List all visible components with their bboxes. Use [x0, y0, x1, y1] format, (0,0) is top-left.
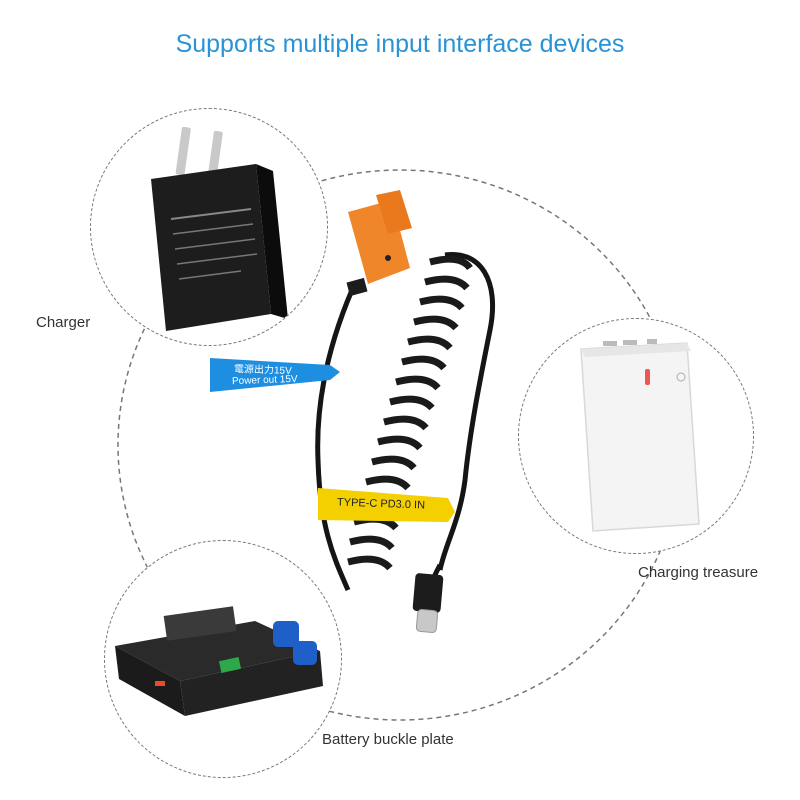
battery-plate-circle	[104, 540, 342, 778]
page-title: Supports multiple input interface device…	[175, 30, 625, 58]
power-bank-circle	[518, 318, 754, 554]
charger-image	[151, 126, 288, 331]
power-bank-image	[580, 339, 700, 532]
power-bank-label: Charging treasure	[638, 564, 759, 581]
blue-tag-text-line2: Power out 15V	[231, 373, 298, 388]
charger-label: Charger	[36, 314, 91, 331]
charger-circle	[90, 108, 328, 346]
battery-plate-label: Battery buckle plate	[322, 731, 454, 748]
battery-plate-image	[115, 606, 323, 716]
